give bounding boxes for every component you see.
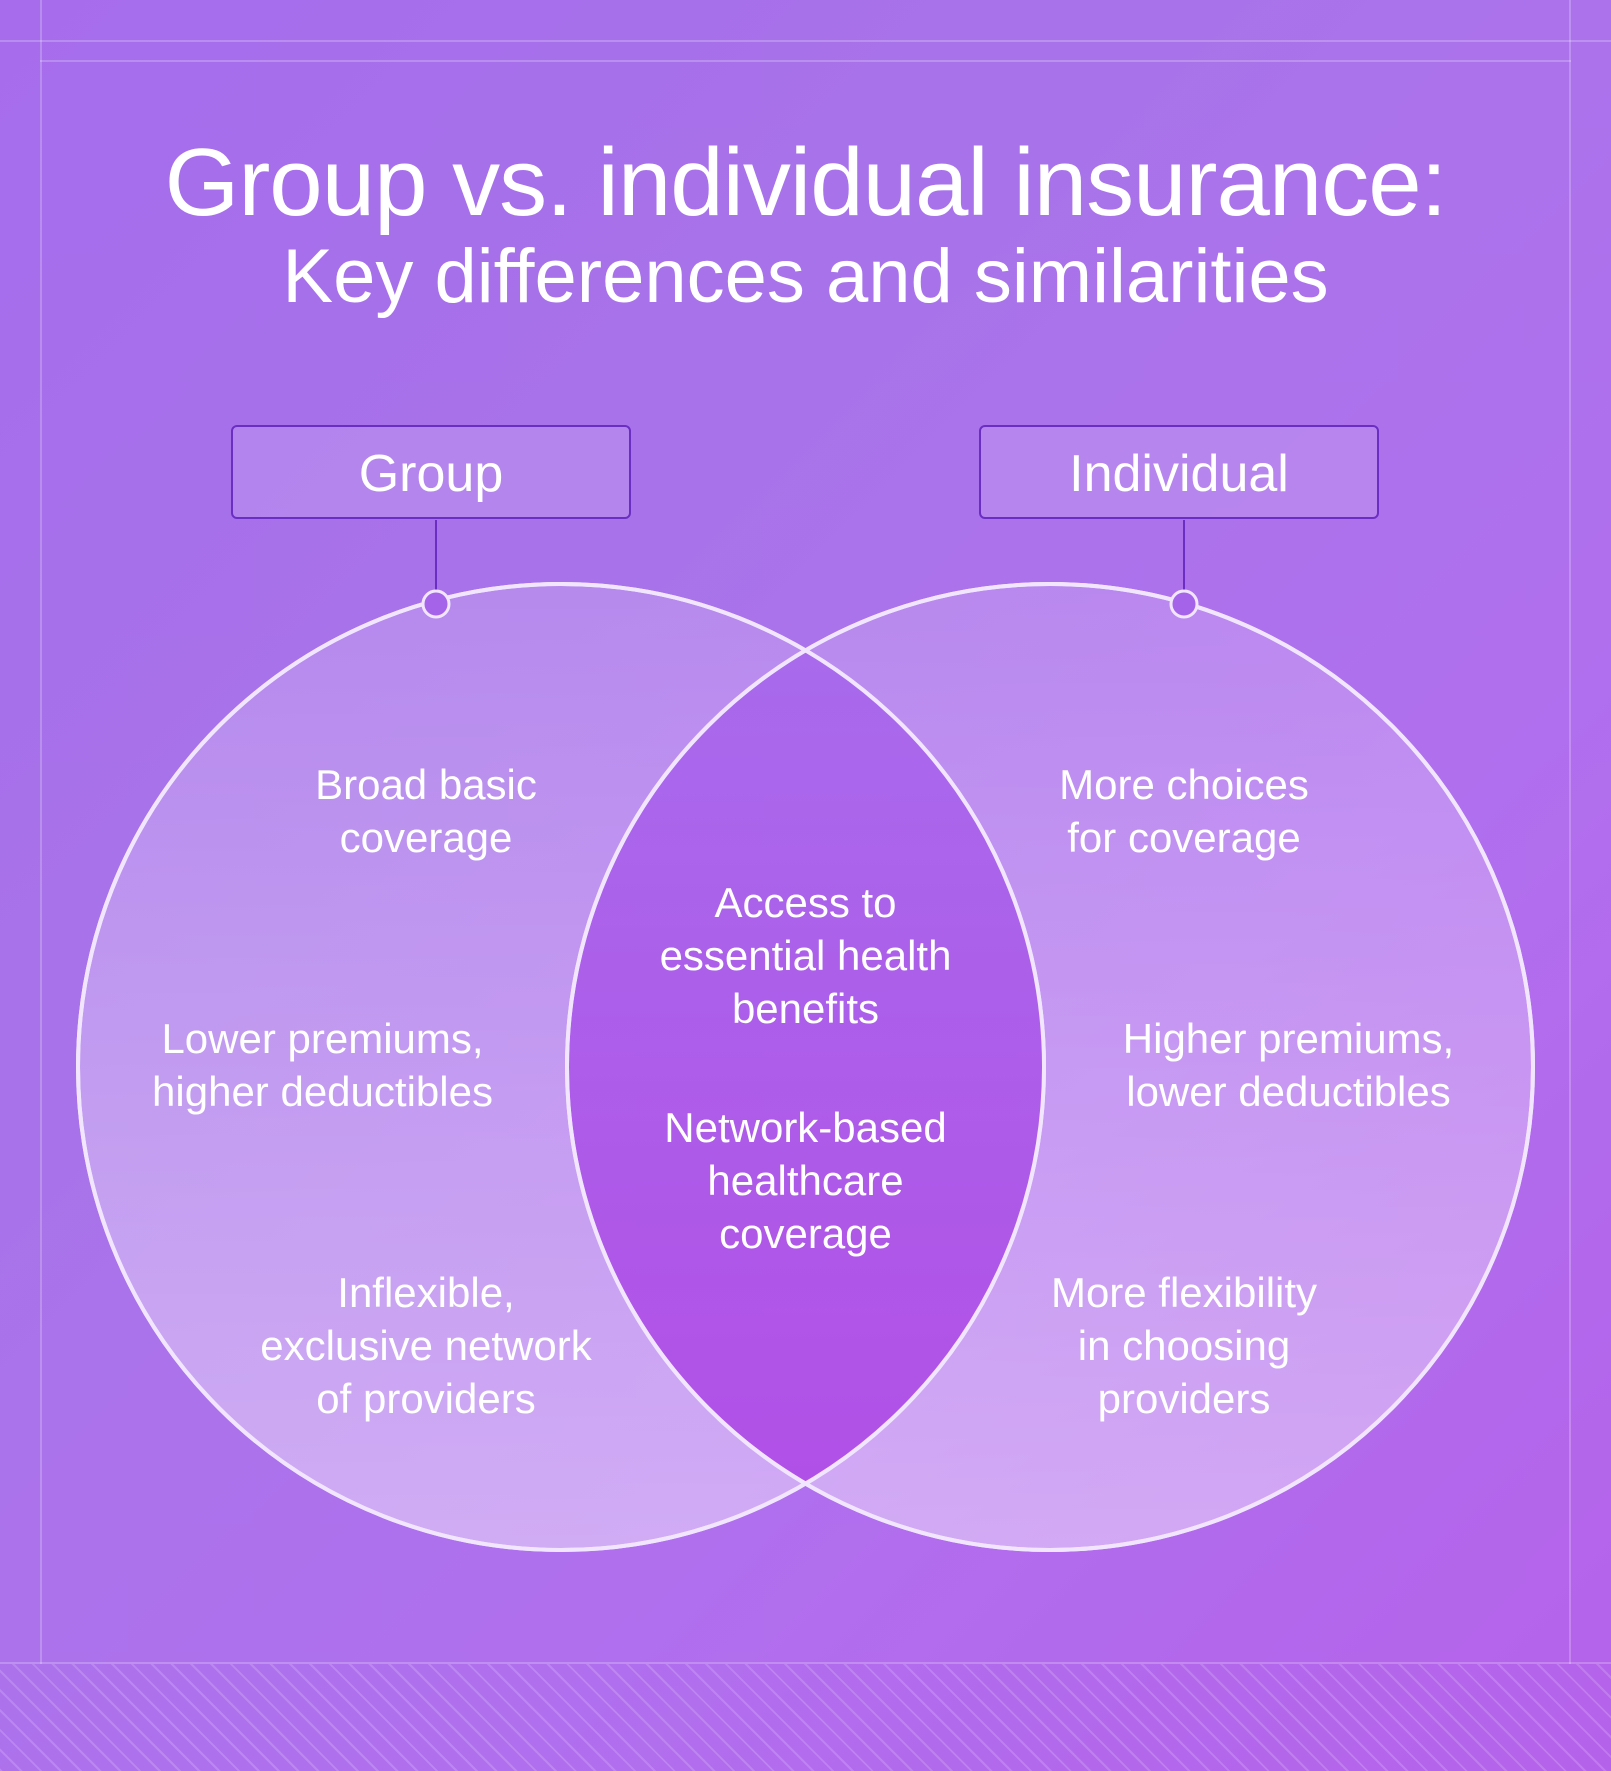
frame-line-top [0,40,1611,42]
overlap-region [569,586,1044,1548]
group-label: Group [231,425,631,519]
individual-item-flexibility: More flexibility in choosing providers [1050,1269,1318,1422]
group-connector-dot [421,589,451,619]
frame-line-left [40,0,42,1664]
individual-item-coverage: More choices for coverage [1059,761,1309,861]
hatch-pattern-band [0,1664,1611,1771]
individual-connector-dot [1169,589,1199,619]
page-title: Group vs. individual insurance: [164,129,1448,236]
group-item-coverage: Broad basic coverage [315,761,537,861]
frame-line-bottom [0,1662,1611,1664]
frame-line-right [1569,0,1571,1664]
individual-item-premiums: Higher premiums, lower deductibles [1122,1015,1455,1115]
page-subtitle: Key differences and similarities [282,234,1329,319]
shared-item-network: Network-based healthcare coverage [664,1104,947,1257]
shared-item-benefits: Access to essential health benefits [659,879,952,1032]
individual-label: Individual [979,425,1379,519]
group-item-network: Inflexible, exclusive network of provide… [260,1269,592,1422]
group-item-premiums: Lower premiums, higher deductibles [152,1015,493,1115]
frame-line-top-2 [40,60,1571,62]
